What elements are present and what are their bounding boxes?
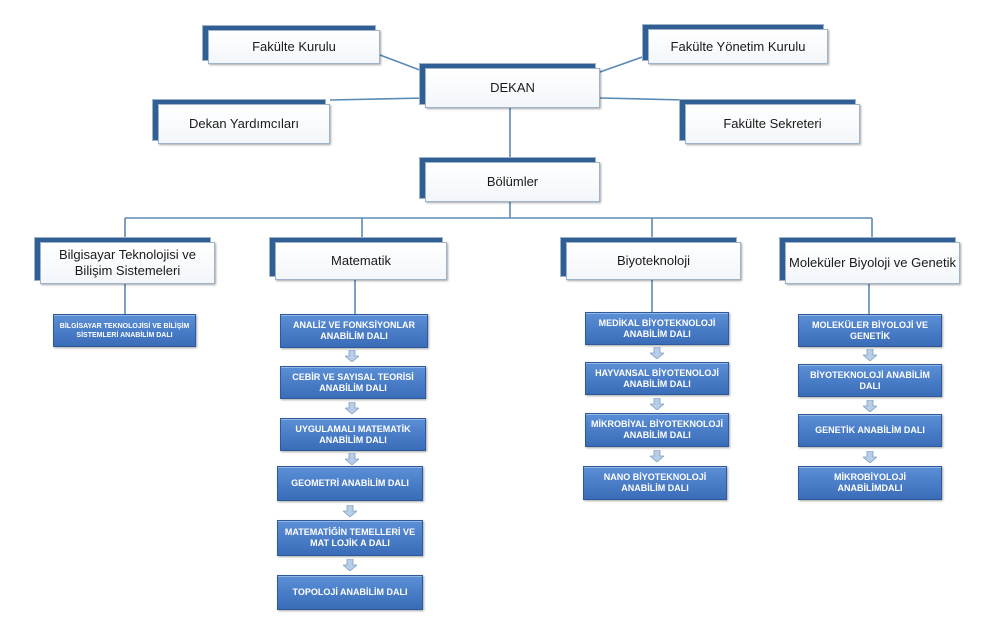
department-name: Moleküler Biyoloji ve Genetik	[789, 255, 956, 270]
department-biyoteknoloji-box: Biyoteknoloji	[566, 242, 741, 280]
unit-label: MEDİKAL BİYOTEKNOLOJİ ANABİLİM DALI	[598, 317, 716, 339]
unit-box: MEDİKAL BİYOTEKNOLOJİ ANABİLİM DALI	[585, 312, 729, 345]
down-arrow-icon	[650, 398, 664, 410]
unit-label: UYGULAMALI MATEMATİK ANABİLİM DALI	[295, 423, 411, 445]
down-arrow-icon	[650, 347, 664, 359]
unit-box: MİKROBİYAL BİYOTEKNOLOJİ ANABİLİM DALI	[585, 413, 729, 447]
fakulte-sekreteri-label: Fakülte Sekreteri	[723, 116, 822, 131]
down-arrow-icon	[343, 505, 357, 517]
unit-label: HAYVANSAL BİYOTENOLOJİ ANABİLİM DALI	[595, 367, 719, 389]
unit-box: NANO BİYOTEKNOLOJİ ANABİLİM DALI	[583, 466, 727, 500]
department-bilgisayar-box: Bilgisayar Teknolojisi ve Bilişim Sistem…	[40, 242, 215, 284]
department-name: Bilgisayar Teknolojisi ve Bilişim Sistem…	[58, 247, 197, 278]
unit-label: NANO BİYOTEKNOLOJİ ANABİLİM DALI	[603, 472, 707, 493]
department-name: Matematik	[331, 253, 391, 268]
down-arrow-icon	[650, 450, 664, 462]
down-arrow-icon	[863, 400, 877, 412]
unit-label: GENETİK ANABİLİM DALI	[815, 425, 925, 435]
unit-box: MOLEKÜLER BİYOLOJİ VE GENETİK	[798, 314, 942, 347]
bolumler-label: Bölümler	[486, 174, 539, 189]
unit-box: CEBİR VE SAYISAL TEORİSİ ANABİLİM DALI	[280, 366, 426, 399]
unit-label: ANALİZ VE FONKSİYONLAR ANABİLİM DALI	[292, 320, 415, 341]
dekan-yardimcilari-box: Dekan Yardımcıları	[158, 104, 330, 144]
unit-box: GENETİK ANABİLİM DALI	[798, 414, 942, 447]
unit-box: BİYOTEKNOLOJİ ANABİLİM DALI	[798, 364, 942, 397]
down-arrow-icon	[345, 453, 359, 465]
down-arrow-icon	[343, 559, 357, 571]
fakulte-yonetim-kurulu-label: Fakülte Yönetim Kurulu	[670, 38, 806, 54]
department-name: Biyoteknoloji	[617, 253, 690, 268]
unit-box: MATEMATİĞİN TEMELLERİ VE MAT LOJİK A DAL…	[277, 520, 423, 556]
unit-label: CEBİR VE SAYISAL TEORİSİ ANABİLİM DALI	[292, 371, 414, 393]
dekan-box: DEKAN	[425, 68, 600, 108]
unit-label: GEOMETRİ ANABİLİM DALI	[291, 478, 409, 488]
unit-label: BİLGİSAYAR TEKNOLOJİSİ VE BİLİŞİM SİSTEM…	[59, 322, 190, 339]
fakulte-kurulu-label: Fakülte Kurulu	[252, 39, 336, 54]
department-molekuler-box: Moleküler Biyoloji ve Genetik	[785, 242, 960, 284]
unit-box: GEOMETRİ ANABİLİM DALI	[277, 466, 423, 501]
fakulte-yonetim-kurulu-box: Fakülte Yönetim Kurulu	[648, 29, 828, 64]
department-matematik-box: Matematik	[275, 242, 447, 280]
dekan-yardimcilari-label: Dekan Yardımcıları	[188, 116, 300, 131]
unit-box: UYGULAMALI MATEMATİK ANABİLİM DALI	[280, 418, 426, 451]
fakulte-kurulu-box: Fakülte Kurulu	[208, 30, 380, 64]
unit-box: MİKROBİYOLOJİ ANABİLİMDALI	[798, 466, 942, 500]
unit-label: TOPOLOJİ ANABİLİM DALI	[292, 587, 408, 597]
dekan-label: DEKAN	[490, 80, 535, 95]
unit-box: HAYVANSAL BİYOTENOLOJİ ANABİLİM DALI	[585, 362, 729, 395]
unit-label: MOLEKÜLER BİYOLOJİ VE GENETİK	[811, 319, 928, 341]
bolumler-box: Bölümler	[425, 162, 600, 202]
fakulte-sekreteri-box: Fakülte Sekreteri	[685, 104, 860, 144]
unit-label: MATEMATİĞİN TEMELLERİ VE MAT LOJİK A DAL…	[284, 527, 416, 548]
unit-label: MİKROBİYAL BİYOTEKNOLOJİ ANABİLİM DALI	[590, 419, 724, 440]
unit-box: TOPOLOJİ ANABİLİM DALI	[277, 575, 423, 610]
down-arrow-icon	[345, 402, 359, 414]
unit-label: MİKROBİYOLOJİ ANABİLİMDALI	[833, 472, 906, 493]
unit-box: ANALİZ VE FONKSİYONLAR ANABİLİM DALI	[280, 314, 428, 348]
down-arrow-icon	[345, 350, 359, 362]
unit-box: BİLGİSAYAR TEKNOLOJİSİ VE BİLİŞİM SİSTEM…	[53, 314, 196, 347]
down-arrow-icon	[863, 349, 877, 361]
unit-label: BİYOTEKNOLOJİ ANABİLİM DALI	[810, 369, 930, 391]
down-arrow-icon	[863, 451, 877, 463]
